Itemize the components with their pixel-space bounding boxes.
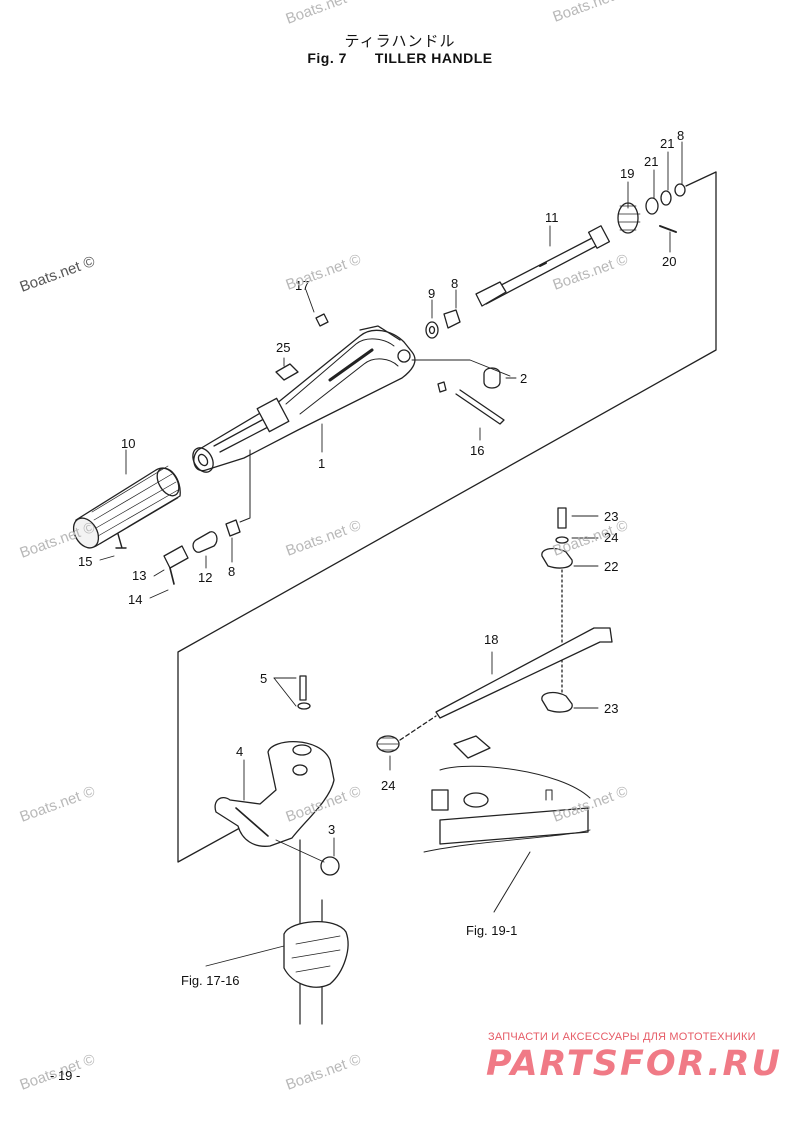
- reference-fig-17-16: Fig. 17-16: [181, 973, 240, 988]
- callout-12: 14: [128, 592, 142, 607]
- figure-name: TILLER HANDLE: [374, 50, 493, 66]
- throttle-shaft-part: [475, 225, 611, 307]
- callout-labels: 10 1 11 19 21 21 8 20 17 9 8 25 2 16 15 …: [78, 128, 684, 988]
- callout-14: 16: [470, 443, 484, 458]
- callout-9: 9: [428, 286, 435, 301]
- callout-11: 13: [132, 568, 146, 583]
- callout-16: 18: [484, 632, 498, 647]
- watermark: Boats.net ©: [18, 253, 98, 296]
- callout-17: 19: [620, 166, 634, 181]
- callout-21-top: 22: [604, 559, 618, 574]
- callout-7: 11: [545, 210, 559, 225]
- grip-part: [72, 465, 181, 549]
- watermark: Boats.net ©: [284, 251, 364, 294]
- callout-8-low: 8: [228, 564, 235, 579]
- callout-3: 3: [328, 822, 335, 837]
- callout-21-low: 23: [604, 701, 618, 716]
- hull-ref: [423, 735, 591, 913]
- assembly-frame: [177, 171, 717, 863]
- callout-15: 17: [295, 278, 309, 293]
- callout-8-top: 8: [677, 128, 684, 143]
- watermark: Boats.net ©: [18, 783, 98, 826]
- callout-24: 24: [381, 778, 395, 793]
- callout-10: 12: [198, 570, 212, 585]
- leader-lines: [99, 141, 683, 967]
- lower-bracket-part: [214, 675, 340, 876]
- callout-2: 2: [520, 371, 527, 386]
- callout-13: 15: [78, 554, 92, 569]
- link-rod-part: [399, 627, 613, 741]
- gear-assembly-part: [617, 171, 717, 234]
- joint-part: [376, 735, 400, 753]
- handle-body-part: [192, 325, 416, 523]
- figure-number: Fig. 7: [307, 50, 347, 66]
- promo-tagline: ЗАПЧАСТИ И АКСЕССУАРЫ ДЛЯ МОТОТЕХНИКИ: [488, 1031, 756, 1043]
- partsfor-logo: PARTSFOR.RU: [486, 1044, 782, 1084]
- callout-8-mid: 8: [451, 276, 458, 291]
- watermark: Boats.net ©: [284, 517, 364, 560]
- callout-5: 5: [260, 671, 267, 686]
- small-parts-lower: [115, 519, 241, 585]
- reference-fig-19-1: Fig. 19-1: [466, 923, 517, 938]
- callout-6: 10: [121, 436, 135, 451]
- watermark: Boats.net ©: [284, 1051, 364, 1094]
- callout-1: 1: [318, 456, 325, 471]
- figure-title: Fig. 7 TILLER HANDLE: [0, 50, 800, 66]
- callout-20: 21: [660, 136, 674, 151]
- callout-22: 23: [604, 509, 618, 524]
- page-number: - 19 -: [50, 1068, 81, 1083]
- callout-23: 24: [604, 530, 618, 545]
- watermark: Boats.net ©: [284, 0, 364, 28]
- lower-shaft-ref: [283, 839, 349, 1025]
- title-japanese: ティラハンドル: [344, 32, 456, 50]
- callout-25: 25: [276, 340, 290, 355]
- bracket-parts: [541, 507, 573, 713]
- callout-19: 21: [644, 154, 658, 169]
- watermark: Boats.net ©: [551, 783, 631, 826]
- callout-4: 4: [236, 744, 243, 759]
- callout-18: 20: [662, 254, 676, 269]
- watermark: Boats.net ©: [551, 0, 631, 26]
- small-parts-upper: [275, 309, 511, 425]
